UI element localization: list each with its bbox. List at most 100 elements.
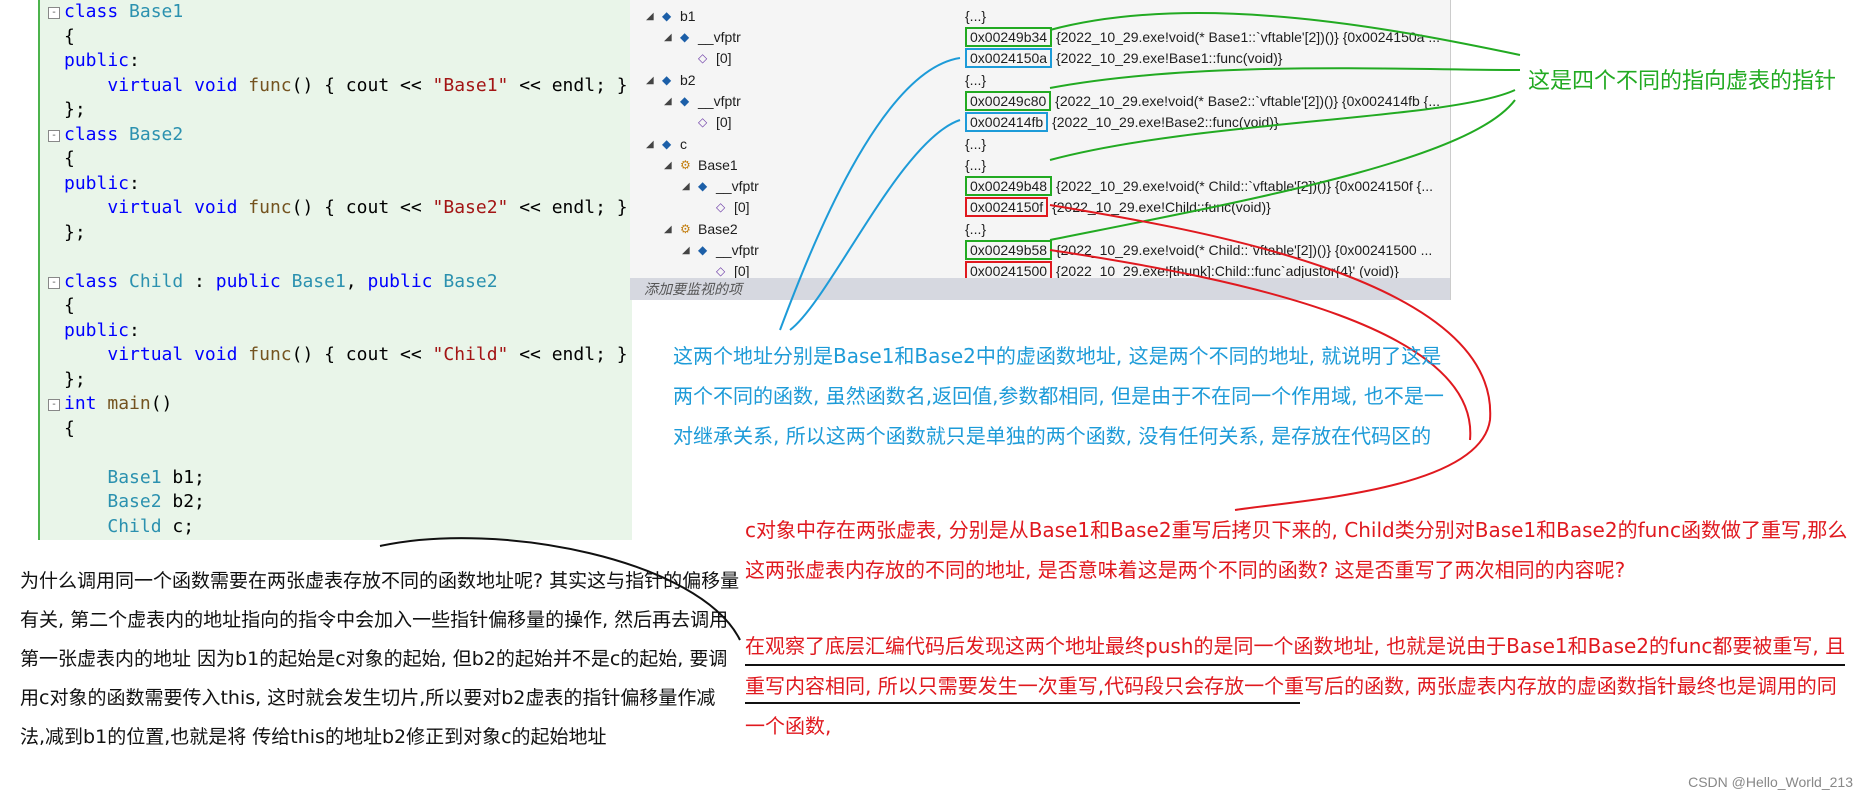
watch-row[interactable]: ◇[0]0x0024150f {2022_10_29.exe!Child::fu… [630, 197, 1450, 218]
code-token: func [248, 344, 292, 365]
method-icon: ◇ [716, 264, 726, 278]
code-token: b2; [161, 491, 205, 512]
code-token: void [194, 197, 238, 218]
base-icon: ⚙ [680, 158, 691, 172]
watch-row[interactable]: ◇[0]0x002414fb {2022_10_29.exe!Base2::fu… [630, 112, 1450, 133]
code-token: public [64, 319, 130, 341]
code-token: virtual [107, 197, 184, 218]
fold-toggle[interactable]: - [48, 7, 60, 19]
code-line: public: [64, 172, 140, 196]
watch-name: __vfptr [716, 242, 759, 258]
expand-arrow-icon[interactable]: ◢ [682, 245, 690, 256]
code-token: : [129, 172, 140, 194]
address-highlight: 0x002414fb [965, 112, 1049, 132]
watch-row[interactable]: ◢◆b2{...} [630, 70, 1450, 91]
code-line: { [64, 294, 75, 318]
code-token: }; [64, 368, 86, 390]
watch-value-text: {2022_10_29.exe!void(* Base2::`vftable'[… [1051, 93, 1441, 109]
red-arrow-2 [1049, 249, 1472, 441]
watch-value-text: {...} [965, 8, 987, 24]
code-token: { [64, 25, 75, 47]
code-token: }; [64, 221, 86, 243]
watch-value: 0x002414fb {2022_10_29.exe!Base2::func(v… [965, 112, 1445, 133]
fold-toggle[interactable]: - [48, 276, 60, 289]
code-line: { [64, 147, 75, 171]
watch-row[interactable]: ◢⚙Base1{...} [630, 155, 1450, 176]
code-line: public: [64, 49, 140, 73]
code-token: { [64, 295, 75, 316]
annotation-green: 这是四个不同的指向虚表的指针 [1528, 69, 1837, 94]
code-line: virtual void func() { cout << "Base1" <<… [64, 74, 627, 98]
watch-row[interactable]: ◇[0]0x0024150a {2022_10_29.exe!Base1::fu… [630, 48, 1450, 69]
expand-arrow-icon[interactable]: ◢ [664, 32, 672, 43]
field-icon: ◆ [698, 179, 708, 193]
code-editor[interactable]: -class Base1{public: virtual void func()… [38, 0, 632, 540]
expand-arrow-icon[interactable]: ◢ [664, 96, 672, 107]
watch-name: c [680, 136, 687, 152]
code-line: class Child : public Base1, public Base2 [64, 270, 498, 294]
watch-value: 0x00249c80 {2022_10_29.exe!void(* Base2:… [965, 91, 1445, 112]
watch-row[interactable]: ◢◆b1{...} [630, 6, 1450, 27]
code-token: "Base1" [432, 74, 509, 96]
expand-arrow-icon[interactable]: ◢ [682, 181, 690, 192]
address-highlight: 0x00249b48 [965, 176, 1053, 196]
watch-value: 0x00249b48 {2022_10_29.exe!void(* Child:… [965, 176, 1445, 197]
green-arrow-1 [1049, 12, 1521, 56]
code-token: Base1 [280, 270, 346, 292]
code-token: void [194, 344, 238, 365]
code-token: main [107, 393, 151, 414]
code-token: () { cout << [291, 74, 433, 96]
annotation-black: 为什么调用同一个函数需要在两张虚表存放不同的函数地址呢? 其实这与指针的偏移量有… [20, 570, 740, 748]
watch-name: [0] [734, 263, 750, 279]
code-line: { [64, 25, 75, 49]
annotation-red-1: c对象中存在两张虚表, 分别是从Base1和Base2重写后拷贝下来的, Chi… [745, 518, 1848, 582]
code-line: }; [64, 221, 86, 245]
watch-value-text: {2022_10_29.exe!Child::func(void)} [1048, 199, 1271, 215]
watch-value: {...} [965, 70, 1445, 91]
watch-row[interactable]: ◢◆c{...} [630, 134, 1450, 155]
watch-value-text: {2022_10_29.exe!void(* Child::`vftable'[… [1052, 178, 1434, 194]
expand-arrow-icon[interactable]: ◢ [646, 11, 654, 22]
watch-row[interactable]: ◢⚙Base2{...} [630, 219, 1450, 240]
expand-arrow-icon[interactable]: ◢ [664, 224, 672, 235]
class-icon: ◆ [662, 9, 672, 23]
code-line: Base2 b2; [64, 490, 205, 514]
code-token: Base2 [118, 123, 184, 145]
watch-value: {...} [965, 134, 1445, 155]
expand-arrow-icon[interactable]: ◢ [646, 75, 654, 86]
code-token: c; [161, 515, 195, 537]
watch-value: 0x0024150a {2022_10_29.exe!Base1::func(v… [965, 48, 1445, 69]
watch-value-text: {2022_10_29.exe![thunk]:Child::func`adju… [1052, 263, 1399, 279]
watch-row[interactable]: ◇[0]0x00241500 {2022_10_29.exe![thunk]:C… [630, 261, 1450, 282]
add-watch-item[interactable]: 添加要监视的项 [630, 278, 1450, 300]
red-arrow-1 [1049, 204, 1492, 511]
expand-arrow-icon[interactable]: ◢ [664, 160, 672, 171]
watch-name: Base2 [698, 221, 738, 237]
fold-toggle[interactable]: - [48, 399, 60, 411]
class-icon: ◆ [662, 73, 672, 87]
address-highlight: 0x0024150f [965, 197, 1049, 217]
address-highlight: 0x00249c80 [965, 91, 1052, 111]
watch-value-text: {2022_10_29.exe!void(* Base1::`vftable'[… [1052, 29, 1441, 45]
fold-toggle[interactable]: - [48, 129, 60, 142]
green-arrow-4 [1049, 99, 1516, 241]
address-highlight: 0x00249b34 [965, 27, 1053, 47]
code-token: b1; [161, 466, 205, 488]
code-token: public [367, 270, 433, 292]
annotation-blue: 这两个地址分别是Base1和Base2中的虚函数地址, 这是两个不同的地址, 就… [673, 344, 1444, 448]
expand-arrow-icon[interactable]: ◢ [646, 139, 654, 150]
code-token: "Child" [432, 344, 509, 365]
code-line: }; [64, 98, 86, 122]
method-icon: ◇ [698, 51, 708, 65]
code-token: Child [107, 515, 162, 537]
code-token: Base1 [118, 1, 184, 22]
code-token: () { cout << [291, 197, 433, 218]
watch-value-text: {2022_10_29.exe!Base1::func(void)} [1052, 50, 1283, 66]
code-token: }; [64, 99, 86, 120]
